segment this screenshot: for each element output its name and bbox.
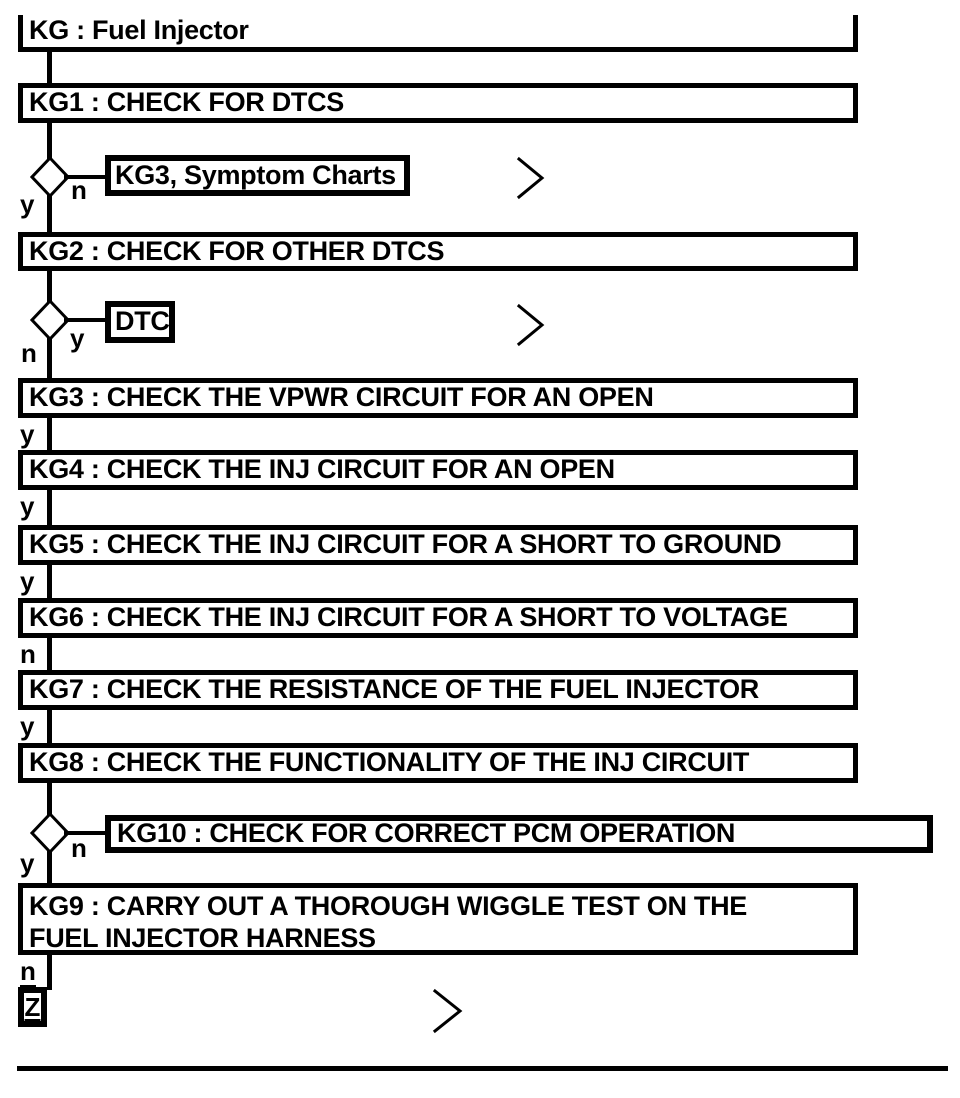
branch-label-no: n (21, 338, 37, 368)
decision-diamond-2 (30, 299, 70, 341)
node-kg1-no-branch-label: KG3, Symptom Charts (115, 159, 396, 190)
node-kg7: KG7 : CHECK THE RESISTANCE OF THE FUEL I… (18, 670, 858, 710)
node-kg4: KG4 : CHECK THE INJ CIRCUIT FOR AN OPEN (18, 450, 858, 490)
node-kg10: KG10 : CHECK FOR CORRECT PCM OPERATION (105, 815, 933, 853)
node-kg1-label: KG1 : CHECK FOR DTCS (29, 87, 345, 118)
branch-label-yes: y (20, 848, 35, 878)
node-kg-title-label: KG : Fuel Injector (29, 15, 249, 46)
connector-d1-kg2 (47, 195, 52, 232)
continuation-chevron-icon (516, 303, 545, 347)
connector-d2-branch (64, 318, 107, 322)
connector-kg3-kg4 (47, 418, 52, 450)
connector-d3-branch (64, 831, 107, 835)
connector-kg6-kg7 (47, 638, 52, 670)
node-kg9-label-line1: KG9 : CARRY OUT A THOROUGH WIGGLE TEST O… (29, 891, 748, 921)
connector-kg7-kg8 (47, 710, 52, 743)
branch-label-no: n (20, 956, 36, 988)
branch-label-yes: y (20, 419, 35, 449)
continuation-chevron-icon (516, 156, 545, 200)
node-kg8: KG8 : CHECK THE FUNCTIONALITY OF THE INJ… (18, 743, 858, 783)
node-kg9: KG9 : CARRY OUT A THOROUGH WIGGLE TEST O… (18, 883, 858, 955)
node-kg4-label: KG4 : CHECK THE INJ CIRCUIT FOR AN OPEN (29, 454, 615, 485)
connector-kg4-kg5 (47, 490, 52, 525)
branch-label-yes: y (20, 189, 35, 219)
node-kg2-yes-branch: DTC (105, 301, 175, 343)
branch-label-yes: y (70, 323, 85, 353)
bottom-divider (17, 1066, 948, 1071)
branch-label-yes: y (20, 566, 35, 596)
connector-kg8-d3 (47, 783, 52, 815)
node-kg2: KG2 : CHECK FOR OTHER DTCS (18, 232, 858, 271)
decision-diamond-1 (30, 156, 70, 198)
node-kg9-label-line2: FUEL INJECTOR HARNESS (29, 923, 376, 953)
connector-d2-kg3 (47, 338, 52, 378)
decision-diamond-3 (30, 812, 70, 854)
terminal-z-label: Z (24, 991, 41, 1022)
node-kg3: KG3 : CHECK THE VPWR CIRCUIT FOR AN OPEN (18, 378, 858, 418)
node-kg1-no-branch: KG3, Symptom Charts (105, 155, 410, 196)
node-kg3-label: KG3 : CHECK THE VPWR CIRCUIT FOR AN OPEN (29, 382, 654, 413)
node-kg2-label: KG2 : CHECK FOR OTHER DTCS (29, 235, 445, 266)
node-kg6: KG6 : CHECK THE INJ CIRCUIT FOR A SHORT … (18, 598, 858, 638)
node-kg5: KG5 : CHECK THE INJ CIRCUIT FOR A SHORT … (18, 525, 858, 565)
branch-label-yes: y (20, 491, 35, 521)
connector-kg2-d2 (47, 271, 52, 302)
node-kg6-label: KG6 : CHECK THE INJ CIRCUIT FOR A SHORT … (29, 602, 788, 633)
branch-label-yes: y (20, 711, 35, 741)
connector-title-kg1 (47, 52, 52, 83)
terminal-z-box: Z (18, 987, 47, 1027)
node-kg2-yes-branch-label: DTC (115, 306, 170, 337)
node-kg8-label: KG8 : CHECK THE FUNCTIONALITY OF THE INJ… (29, 747, 750, 778)
connector-kg1-d1 (47, 123, 52, 159)
node-kg5-label: KG5 : CHECK THE INJ CIRCUIT FOR A SHORT … (29, 529, 782, 560)
connector-d3-kg9 (47, 851, 52, 883)
branch-label-no: n (71, 175, 87, 205)
node-kg1: KG1 : CHECK FOR DTCS (18, 83, 858, 123)
branch-label-no: n (71, 833, 87, 863)
connector-kg5-kg6 (47, 565, 52, 598)
node-kg-title: KG : Fuel Injector (18, 15, 858, 52)
connector-kg9-terminal (47, 955, 52, 990)
node-kg7-label: KG7 : CHECK THE RESISTANCE OF THE FUEL I… (29, 674, 759, 705)
node-kg10-label: KG10 : CHECK FOR CORRECT PCM OPERATION (117, 818, 736, 849)
branch-label-no: n (20, 639, 36, 669)
continuation-chevron-icon (432, 988, 463, 1034)
connector-d1-branch (64, 175, 107, 179)
